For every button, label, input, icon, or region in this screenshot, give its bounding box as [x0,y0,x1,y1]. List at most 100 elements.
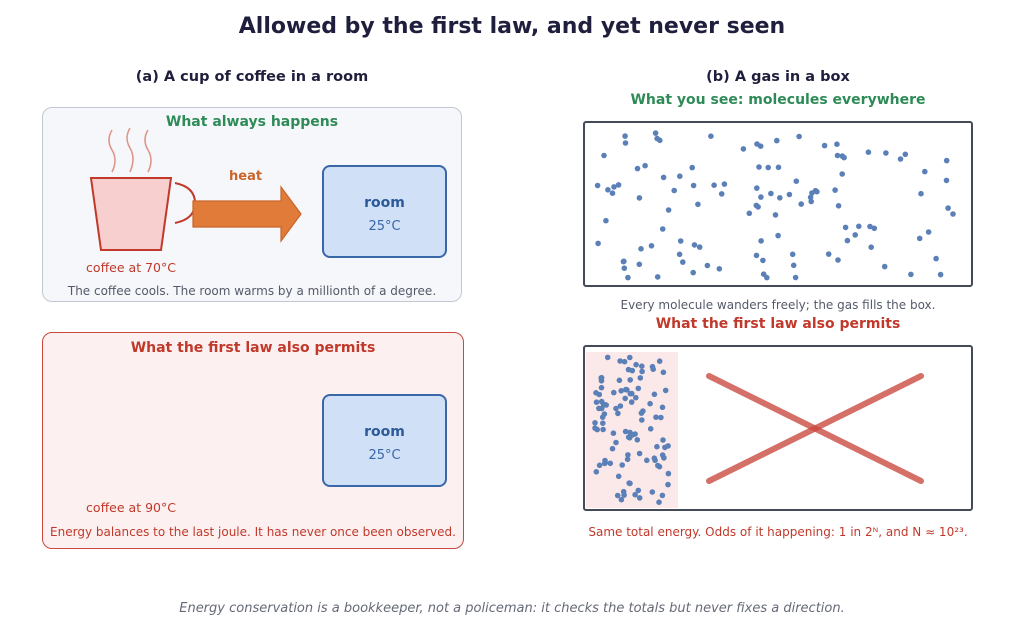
molecule-dot [786,191,793,198]
molecule-dot [611,184,617,190]
molecule-dot [632,491,638,498]
panel-b-top-caption: Every molecule wanders freely; the gas f… [620,298,936,312]
molecule-dot [634,165,641,172]
molecule-dot [598,384,605,391]
molecule-dot [834,141,840,147]
molecule-dot [852,232,858,238]
molecule-dot [832,187,838,193]
molecule-dot [835,257,841,263]
molecule-dot [721,181,728,187]
molecule-dot [789,251,796,258]
molecule-dot [598,375,604,381]
molecule-dot [621,265,628,271]
molecule-dot [768,190,774,197]
molecule-dot [746,210,753,217]
molecule-dot [943,157,950,164]
molecule-dot [647,426,654,432]
molecule-dot [616,377,623,384]
molecule-dot [660,174,667,181]
molecule-dot [659,404,666,411]
molecule-dot [777,195,783,201]
molecule-dot [680,259,686,265]
molecule-dot [718,191,725,197]
room-label-bottom: room [364,424,405,440]
molecule-dot [624,456,631,463]
molecule-dot [753,202,760,209]
panel-b-top-label: What you see: molecules everywhere [630,92,926,108]
room-label-top: room [364,195,405,211]
molecule-dot [622,133,628,139]
panel-a-bottom-label: What the first law also permits [130,340,376,356]
molecule-dot [916,235,923,242]
molecule-dot [943,177,950,184]
room-box-top [322,165,447,258]
molecule-dot [659,492,666,499]
molecule-dot [624,387,630,393]
molecule-dot [844,237,851,244]
molecule-dot [610,430,617,436]
molecule-dot [933,255,939,262]
molecule-dot [636,450,643,457]
molecule-dot [868,244,874,250]
molecule-dot [922,168,928,175]
molecule-dot [659,226,666,232]
molecule-dot [622,395,628,402]
molecule-dot [711,182,717,188]
molecule-dot [676,251,683,258]
molecule-dot [627,480,633,487]
molecule-dot [649,489,656,495]
molecule-dot [639,368,645,375]
molecule-dot [665,481,671,488]
molecule-dot [592,420,598,426]
room-temp-top: 25°C [368,219,401,234]
gas-box-top [583,121,973,287]
molecule-dot [677,173,683,179]
molecule-dot [835,203,842,209]
molecule-dot [772,212,779,218]
molecule-dot [639,363,645,369]
molecule-dot [596,462,603,469]
molecule-dot [790,262,797,269]
molecule-dot [825,251,832,257]
molecule-dot [665,443,671,449]
molecule-dot [648,243,655,249]
molecule-dot [908,271,914,278]
molecule-dot [618,388,624,394]
molecule-dot [661,455,667,461]
panel-b-heading: (b) A gas in a box [706,69,850,85]
molecule-dot [611,389,617,396]
panel-b-bottom-label: What the first law also permits [655,316,901,332]
panel-a-heading: (a) A cup of coffee in a room [135,69,369,85]
molecule-dot [615,410,621,417]
molecule-dot [658,414,664,421]
molecule-dot [599,414,606,420]
molecule-dot [634,437,641,443]
molecule-dot [754,141,760,147]
molecule-dot [765,164,771,171]
molecule-dot [613,405,619,412]
molecule-dot [618,496,625,503]
molecule-dot [621,358,628,365]
steam-icon [108,127,152,173]
molecule-dot [615,182,622,188]
molecule-dot [775,164,782,171]
coffee-cup-icon [89,177,197,251]
molecule-dot [807,194,814,201]
molecule-dot [812,187,819,194]
molecule-dot [756,164,762,170]
cup-label-top: coffee at 70°C [86,260,176,275]
molecule-dot [950,211,956,217]
molecule-dot [660,369,667,376]
molecule-dot [637,375,644,381]
molecule-dot [660,437,666,443]
molecule-dot [856,223,862,230]
molecule-dot [603,217,609,224]
molecule-dot [654,135,660,142]
molecule-dot [609,445,616,452]
cross-icon [706,373,924,484]
molecule-dot [627,429,633,436]
molecule-dot [633,361,639,368]
molecule-dot [635,385,642,392]
molecule-dot [640,408,646,414]
molecule-dot [594,426,600,433]
